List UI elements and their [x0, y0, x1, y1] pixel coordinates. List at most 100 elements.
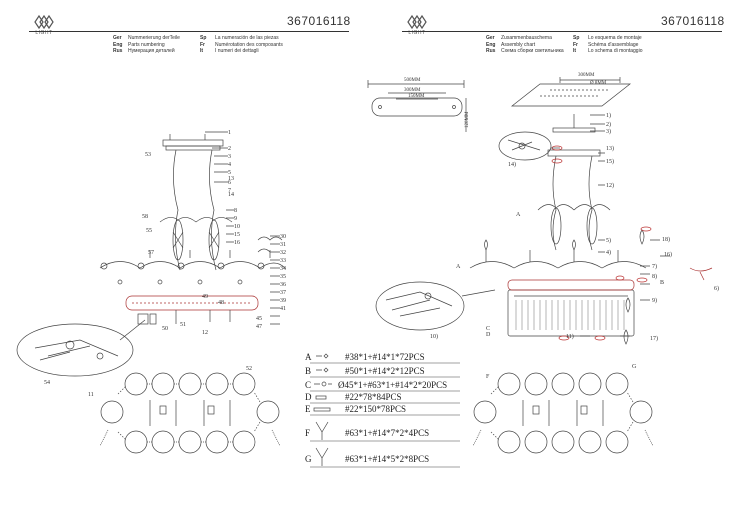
legend-key: B: [305, 366, 311, 376]
part-num: 35: [280, 274, 286, 280]
part-num: 48: [218, 300, 224, 306]
detail-bubble-10: [375, 281, 496, 331]
part-num: 57: [148, 250, 154, 256]
dim-pl-w: 300MM: [578, 73, 595, 78]
legend-key: E: [305, 404, 311, 414]
mw-logo-icon: [34, 14, 54, 30]
crystal-frame-right: [472, 372, 654, 454]
diagram-label: 14): [508, 161, 516, 168]
part-num: 13: [228, 176, 234, 182]
dim-h: 120MM: [465, 111, 470, 128]
dim-pl-d: Ø 8MM: [590, 81, 607, 86]
part-number-labels: 1 2 3 4 5 6 7 8 9 10 13 14 15 16 30 31 3…: [44, 130, 286, 398]
diagram-label: 7): [652, 263, 657, 270]
part-num: 14: [228, 192, 234, 198]
part-num: 49: [202, 294, 208, 300]
product-code-right: 367016118: [661, 14, 725, 28]
part-num: 34: [280, 266, 286, 272]
diagram-label: B: [660, 280, 664, 286]
left-chandelier: [99, 131, 286, 325]
diagram-label: 4): [606, 249, 611, 256]
dim-w1: 500MM: [404, 78, 421, 83]
diagram-label: 18): [662, 236, 670, 243]
diagram-label: 5): [606, 237, 611, 244]
diagram-label: 8): [652, 273, 657, 280]
logo-text: LIGHT: [35, 30, 53, 36]
part-num: 50: [162, 326, 168, 332]
part-num: 37: [280, 290, 286, 296]
part-num: 11: [88, 392, 94, 398]
legend-key: C: [305, 380, 311, 390]
part-num: 45: [256, 316, 262, 322]
diagram-label: 10): [430, 333, 438, 340]
diagram-label: C: [486, 326, 490, 332]
dim-w2: 300MM: [404, 88, 421, 93]
brand-logo: LIGHT: [29, 14, 59, 36]
crystal-curtain: [507, 289, 635, 337]
diagram-label: 15): [606, 158, 614, 165]
legend-lines: [310, 362, 460, 468]
legend-key: G: [305, 454, 312, 464]
diagram-label: 17): [650, 335, 658, 342]
legend-text: #63*1+#14*7*2*4PCS: [345, 428, 429, 438]
part-num: 8: [234, 208, 237, 214]
part-num: 51: [180, 322, 186, 328]
diagram-label: G: [632, 364, 637, 370]
part-num: 12: [202, 330, 208, 336]
part-num: 53: [145, 152, 151, 158]
crystal-bar: [125, 295, 259, 311]
diagram-label: 1): [606, 112, 611, 119]
top-view-plate: [371, 97, 463, 117]
diagram-label: D: [486, 332, 491, 338]
diagram-label: 16): [664, 251, 672, 258]
part-num: 47: [256, 324, 262, 330]
part-num: 15: [234, 232, 240, 238]
part-num: 33: [280, 258, 286, 264]
part-num: 2: [228, 146, 231, 152]
product-code-left: 367016118: [287, 14, 351, 28]
part-num: 7: [228, 188, 231, 194]
diagram-label: 13): [606, 145, 614, 152]
header-rule-left: [29, 31, 349, 32]
part-num: 52: [246, 366, 252, 372]
diagram-label: A: [456, 264, 461, 270]
part-num: 5: [228, 170, 231, 176]
part-num: 16: [234, 240, 240, 246]
legend-text: #50*1+#14*2*12PCS: [345, 366, 425, 376]
crystal-frame-left: [99, 372, 281, 454]
legend-text: #38*1+#14*1*72PCS: [345, 352, 425, 362]
legend-text: #63*1+#14*5*2*8PCS: [345, 454, 429, 464]
detail-bubble-left: [16, 319, 146, 377]
part-num: 36: [280, 282, 286, 288]
legend-key: A: [305, 352, 312, 362]
legend-icons: [313, 353, 332, 466]
diagram-label: F: [486, 374, 490, 380]
dim-w3: 150MM: [408, 94, 425, 99]
diagram-label: A: [516, 212, 521, 218]
assembly-step-labels: 1) 2) 3) 13) 15) 12) 5) 4) 7) 6) 8) 9) 1…: [430, 112, 719, 380]
ceiling-perspective: [510, 83, 632, 107]
header-rule-right: [402, 31, 722, 32]
part-num: 30: [280, 234, 286, 240]
legend-text: Ø45*1+#63*1+#14*2*20PCS: [338, 380, 447, 390]
part-num: 10: [234, 224, 240, 230]
legend-key: F: [305, 428, 310, 438]
diagram-label: 11): [566, 333, 574, 340]
diagram-label: 3): [606, 128, 611, 135]
part-num: 9: [234, 216, 237, 222]
diagram-label: 2): [606, 121, 611, 128]
dimension-labels: 500MM 300MM 150MM 120MM 300MM Ø 8MM: [404, 73, 607, 128]
part-num: 32: [280, 250, 286, 256]
legend-text: #22*150*78PCS: [345, 404, 406, 414]
diagram-label: 9): [652, 297, 657, 304]
